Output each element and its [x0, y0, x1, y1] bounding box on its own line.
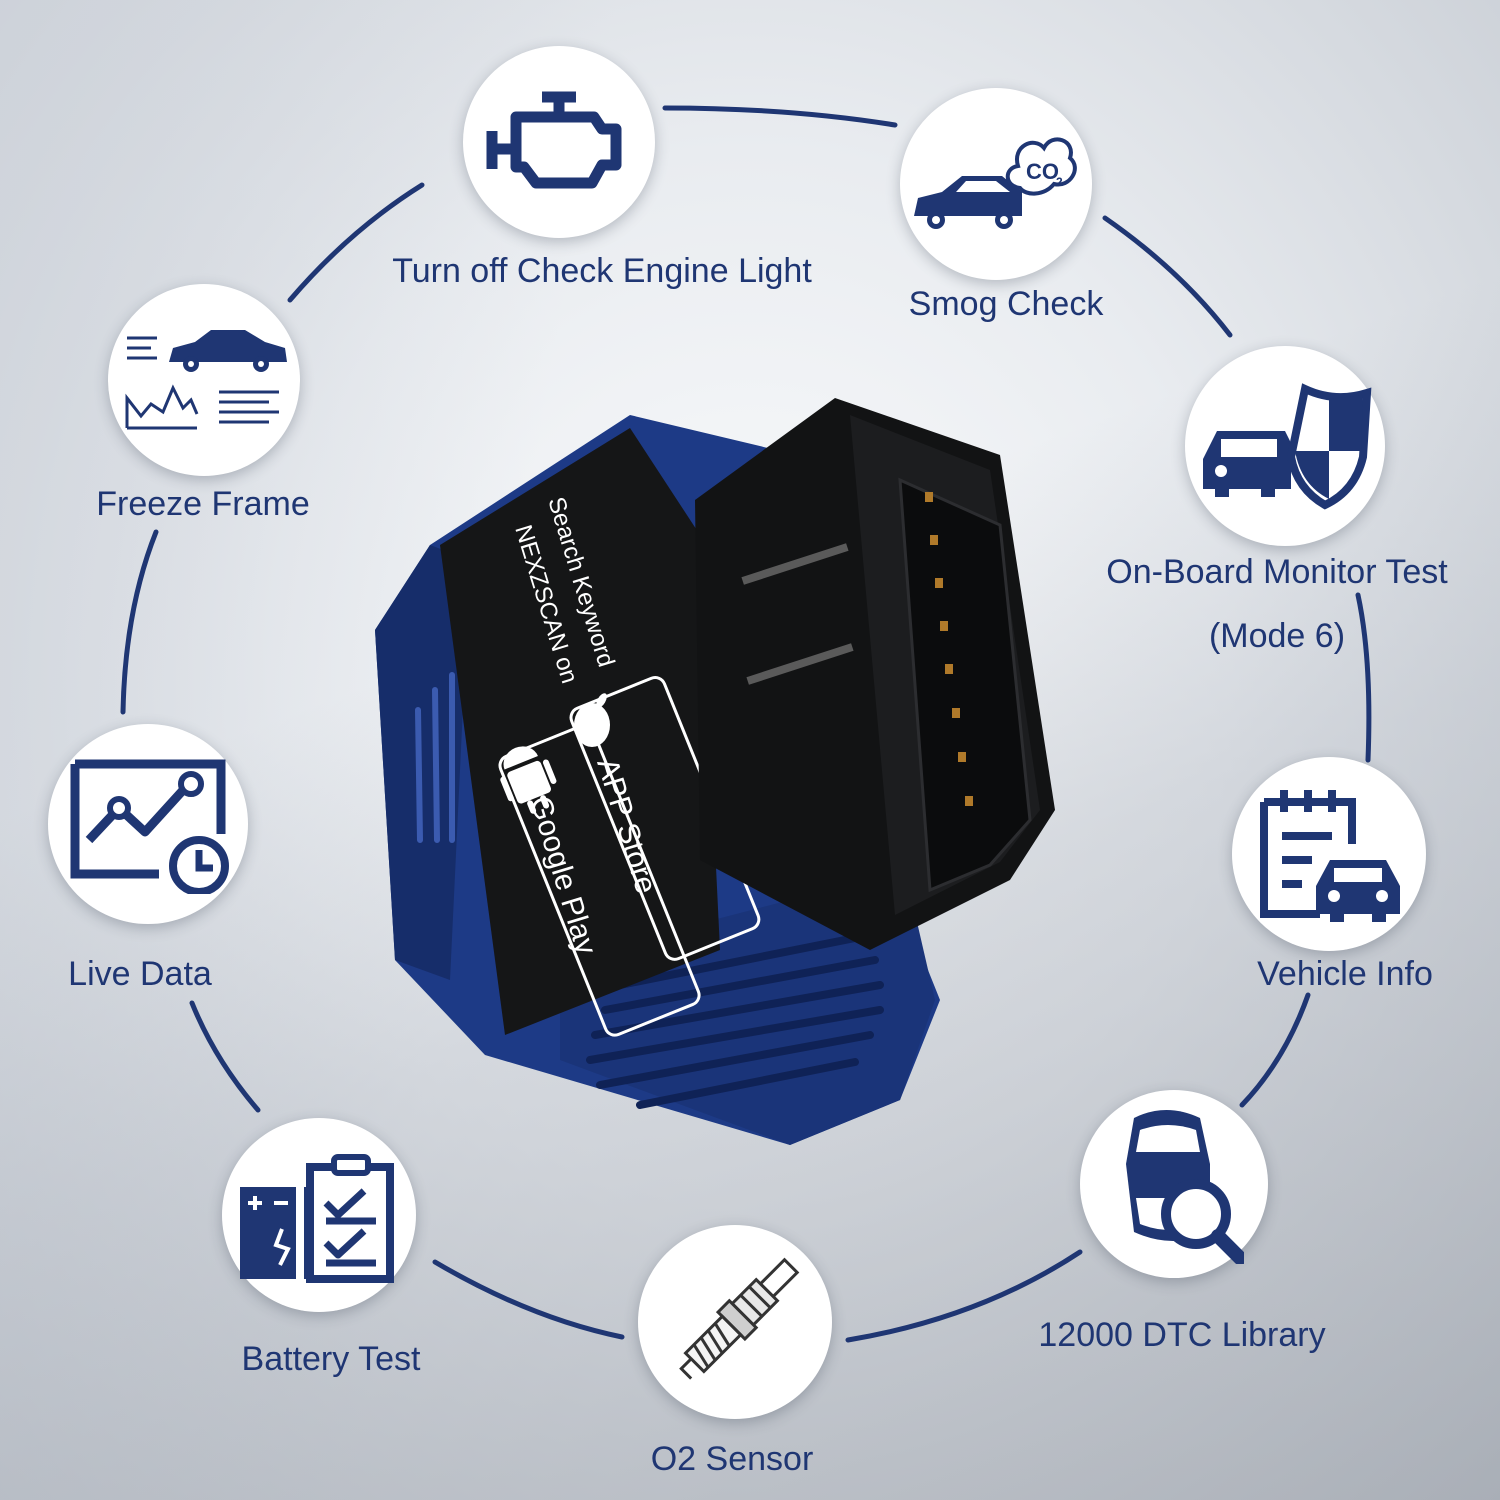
label-live-data: Live Data [68, 955, 212, 993]
ring-arc [120, 529, 159, 715]
freeze-frame-icon [125, 330, 287, 430]
feature-live-data [48, 724, 248, 924]
car-search-icon [1126, 1110, 1244, 1264]
ring-arc [845, 1249, 1083, 1343]
label-smog-check: Smog Check [908, 285, 1104, 323]
feature-battery-test [222, 1118, 416, 1312]
grip-ribs [586, 931, 884, 1109]
live-data-chart-icon [70, 759, 229, 894]
car-shield-icon [1203, 383, 1372, 510]
feature-o2-sensor [638, 1225, 832, 1419]
label-monitor-test-line2: (Mode 6) [1208, 617, 1346, 655]
feature-freeze-frame [108, 284, 300, 476]
feature-vehicle-info [1232, 757, 1426, 951]
label-vehicle-info: Vehicle Info [1257, 955, 1433, 993]
ring-arc [662, 105, 898, 128]
feature-engine-light [463, 46, 655, 238]
spark-plug-icon [679, 1257, 800, 1380]
ring-arc [1102, 215, 1233, 338]
label-monitor-test-line1: On-Board Monitor Test [1106, 553, 1448, 591]
car-exhaust-icon: CO 2 [914, 137, 1077, 229]
co2-text: CO [1026, 159, 1059, 184]
label-monitor-test: On-Board Monitor Test (Mode 6) [1106, 540, 1447, 668]
engine-icon [486, 91, 622, 189]
label-o2-sensor: O2 Sensor [650, 1440, 814, 1478]
ring-arc [287, 182, 425, 303]
android-icon [500, 746, 557, 814]
label-battery-test: Battery Test [241, 1340, 421, 1378]
ring-arc [432, 1259, 625, 1340]
google-play-badge [498, 724, 701, 1037]
label-engine-light: Turn off Check Engine Light [392, 252, 812, 290]
battery-checklist-icon [240, 1154, 394, 1283]
ring-arc [1355, 592, 1372, 763]
co2-subscript: 2 [1056, 175, 1063, 189]
ring-arc [189, 1000, 261, 1113]
feature-dtc-library [1080, 1090, 1268, 1278]
feature-smog-check: CO 2 [900, 88, 1092, 280]
apple-icon [574, 693, 610, 747]
label-dtc-library: 12000 DTC Library [1038, 1316, 1326, 1354]
feature-monitor-test [1185, 346, 1385, 546]
ring-arc [1239, 992, 1311, 1108]
label-freeze-frame: Freeze Frame [96, 485, 310, 523]
connector-pins [925, 492, 973, 806]
vehicle-info-icon [1260, 790, 1400, 922]
